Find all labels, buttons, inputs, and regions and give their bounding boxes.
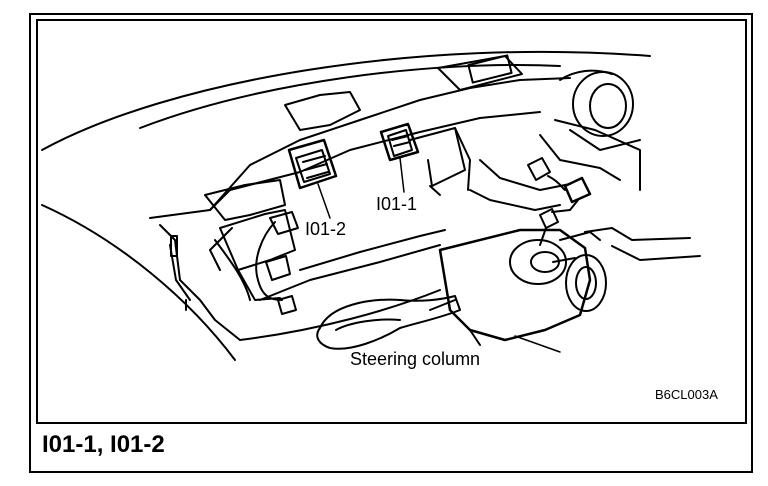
connector-i01-2 [287, 138, 338, 190]
windshield-arc-outer [41, 50, 651, 151]
dash-lower-edge [239, 289, 441, 341]
left-knee-panel [159, 224, 241, 341]
panel-top-ridge [209, 111, 541, 211]
body-left-curve [41, 204, 236, 361]
steering-column [429, 228, 607, 346]
figure-code: B6CL003A [655, 387, 718, 402]
connector-label-i01-1: I01-1 [376, 194, 418, 214]
vent-opening [284, 91, 361, 131]
outer-frame [29, 13, 753, 473]
windshield-arc-inner [139, 64, 561, 129]
wire-harness [255, 221, 283, 301]
panel-upper-edge [149, 77, 571, 219]
steering-column-label: Steering column [350, 349, 481, 369]
illustration-frame [36, 19, 747, 424]
figure-caption: I01-1, I01-2 [42, 431, 165, 458]
connector-label-i01-2: I01-2 [305, 219, 347, 239]
connector-i01-1 [379, 122, 420, 162]
switch-stalk [316, 295, 461, 350]
